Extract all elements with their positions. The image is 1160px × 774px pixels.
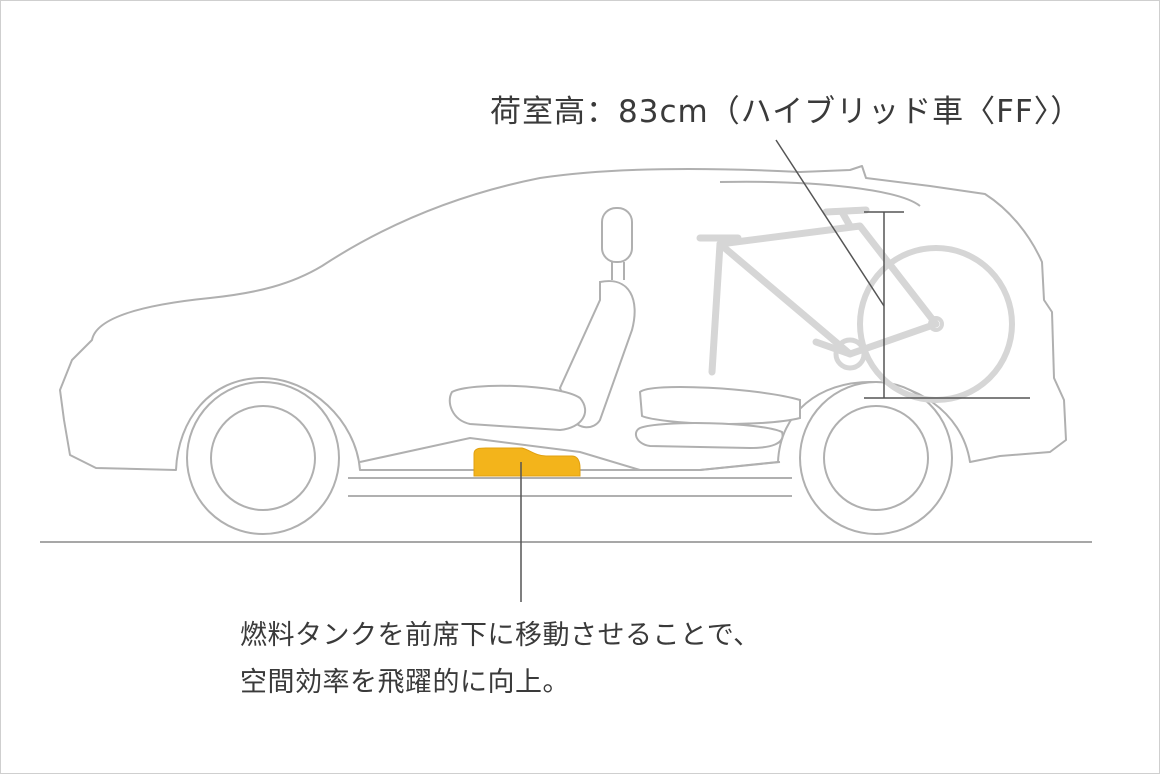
bicycle-illustration xyxy=(696,206,1015,403)
fuel-tank-caption: 燃料タンクを前席下に移動させることで、 空間効率を飛躍的に向上。 xyxy=(240,612,761,706)
cargo-height-label: 荷室高：83cm（ハイブリッド車〈FF〉） xyxy=(490,94,1083,130)
front-wheel xyxy=(186,381,340,535)
caption-line-2: 空間効率を飛躍的に向上。 xyxy=(240,667,570,698)
floor-line xyxy=(359,436,781,471)
rear-seat xyxy=(634,385,801,450)
sill-line xyxy=(348,477,792,497)
car-body-outline xyxy=(59,165,1067,471)
cargo-label-leader xyxy=(775,139,885,307)
caption-line-1: 燃料タンクを前席下に移動させることで、 xyxy=(240,620,761,651)
rear-window-line xyxy=(719,180,921,207)
fuel-tank xyxy=(473,447,581,477)
rear-wheel xyxy=(799,381,953,535)
cargo-height-dimension xyxy=(864,211,1030,399)
front-seat xyxy=(448,207,636,432)
